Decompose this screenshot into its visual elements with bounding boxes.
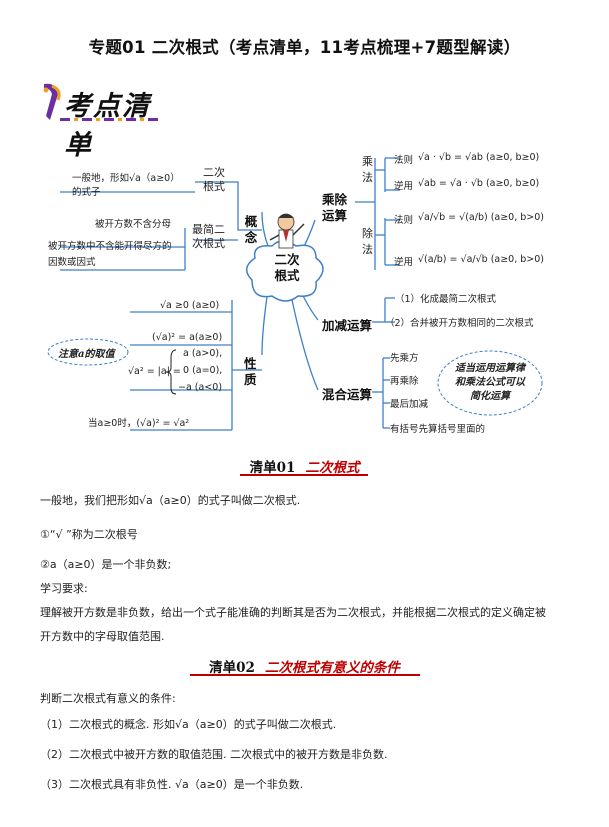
gainian-node: 概念	[244, 214, 258, 245]
sec2-p4: （3）二次根式具有非负性. √a（a≥0）是一个非负数.	[40, 778, 304, 791]
sec1-p3: ②a（a≥0）是一个非负数;	[40, 558, 172, 571]
mindmap-connectors	[47, 157, 543, 431]
section-1-number: 清单01	[249, 460, 296, 476]
section-1-heading: 清单01 二次根式	[0, 456, 609, 476]
erci-genshi-node: 二次 根式	[203, 166, 225, 194]
section-2-heading: 清单02 二次根式有意义的条件	[0, 656, 609, 676]
sec1-p6: 开方数中的字母取值范围.	[40, 630, 165, 643]
page-title: 专题01 二次根式（考点清单，11考点梳理+7题型解读）	[88, 38, 521, 57]
erci-line-2: 根式	[203, 180, 225, 193]
sec1-p4: 学习要求:	[40, 582, 88, 595]
cheng-niyong-formula: √ab = √a · √b (a≥0, b≥0)	[418, 178, 540, 189]
section-1-underline	[240, 474, 368, 476]
sec1-p5: 理解被开方数是非负数，给出一个式子能准确的判断其是否为二次根式，并能根据二次根式…	[40, 606, 546, 619]
chu-niyong-formula: √(a/b) = √a/√b (a≥0, b>0)	[418, 254, 545, 265]
sec2-p2: （1）二次根式的概念. 形如√a（a≥0）的式子叫做二次根式.	[40, 718, 337, 731]
chu-faze-formula: √a/√b = √(a/b) (a≥0, b>0)	[418, 212, 545, 223]
center-node: 二次 根式	[270, 252, 304, 284]
def-line-2: 的式子	[72, 187, 101, 198]
cheng-faze-formula: √a · √b = √ab (a≥0, b≥0)	[418, 152, 540, 163]
pencil-icon	[43, 83, 61, 120]
xingzhi-note: 注意a的取值	[58, 349, 115, 360]
cheng-fa-node: 乘 法	[362, 154, 373, 186]
erci-line-1: 二次	[203, 166, 225, 179]
teacher-figure-icon	[269, 213, 305, 249]
chengchu-node: 乘除 运算	[322, 192, 347, 224]
cheng-faze-label: 法则	[394, 155, 414, 166]
jiajian-node: 加减运算	[322, 318, 373, 333]
chengchu-line-2: 运算	[322, 208, 348, 223]
zuijian-cond-2: 被开方数中不含能开得尽方的	[48, 241, 172, 252]
xingzhi-f3-left: √a² = |a| =	[128, 366, 181, 377]
chu-fa-line-1: 除	[362, 227, 373, 240]
zuijian-node: 最简二 次根式	[192, 223, 225, 251]
center-line-1: 二次	[274, 252, 300, 267]
chu-faze-label: 法则	[394, 215, 414, 226]
xingzhi-node: 性 质	[244, 356, 257, 388]
xingzhi-f4: 当a≥0时，(√a)² = √a²	[88, 418, 190, 429]
jiajian-item-2: （2）合并被开方数相同的二次根式	[385, 318, 534, 329]
section-2-name: 二次根式有意义的条件	[264, 660, 400, 676]
hunhe-note-1: 适当运用运算律	[455, 363, 525, 374]
kaodian-title: 考点清单	[64, 91, 151, 161]
xingzhi-f3-case1: a (a>0),	[183, 348, 223, 359]
zuijian-line-2: 次根式	[192, 237, 225, 250]
sec1-p1: 一般地，我们把形如√a（a≥0）的式子叫做二次根式.	[40, 494, 301, 507]
sec2-p3: （2）二次根式中被开方数的取值范围. 二次根式中的被开方数是非负数.	[40, 748, 388, 761]
chengchu-line-1: 乘除	[322, 192, 348, 207]
section-2-underline	[190, 674, 420, 676]
hunhe-note: 适当运用运算律 和乘法公式可以 简化运算	[452, 362, 528, 404]
xingzhi-line-1: 性	[244, 356, 257, 371]
kaodian-header: 考点清单	[38, 80, 178, 161]
kaodian-underline	[60, 118, 160, 121]
hunhe-note-3: 简化运算	[470, 391, 510, 402]
xingzhi-f3-case3: −a (a<0)	[178, 382, 223, 393]
hunhe-note-2: 和乘法公式可以	[455, 377, 525, 388]
hunhe-item-3: 最后加减	[390, 399, 429, 410]
cheng-niyong-label: 逆用	[394, 181, 414, 192]
sec1-p2: ①“√ ”称为二次根号	[40, 528, 138, 541]
zuijian-line-1: 最简二	[192, 223, 225, 236]
mind-map: 二次 根式 一般地，形如√a（a≥0） 的式子 二次 根式 被开方数不含分母 被…	[0, 140, 609, 440]
chu-fa-line-2: 法	[362, 243, 373, 256]
section-2-number: 清单02	[209, 660, 255, 676]
zuijian-cond-3: 因数或因式	[48, 257, 96, 268]
cheng-fa-line-1: 乘	[362, 155, 373, 168]
cheng-fa-line-2: 法	[362, 171, 373, 184]
zuijian-cond-1: 被开方数不含分母	[95, 219, 172, 230]
xingzhi-f2: (√a)² = a(a≥0)	[152, 332, 223, 343]
hunhe-item-1: 先乘方	[390, 353, 419, 364]
xingzhi-f1: √a ≥0 (a≥0)	[160, 300, 220, 311]
center-line-2: 根式	[274, 268, 300, 283]
hunhe-node: 混合运算	[322, 387, 373, 402]
xingzhi-f3-case2: 0 (a=0),	[183, 365, 223, 376]
jiajian-item-1: （1）化成最简二次根式	[395, 294, 497, 305]
xingzhi-line-2: 质	[244, 372, 257, 387]
hunhe-item-2: 再乘除	[390, 376, 419, 387]
chu-niyong-label: 逆用	[394, 257, 414, 268]
def-line-1: 一般地，形如√a（a≥0）	[72, 173, 180, 184]
section-1-name: 二次根式	[305, 460, 360, 476]
hunhe-item-4: 有括号先算括号里面的	[390, 424, 486, 435]
chu-fa-node: 除 法	[362, 226, 373, 258]
sec2-p1: 判断二次根式有意义的条件:	[40, 692, 176, 705]
